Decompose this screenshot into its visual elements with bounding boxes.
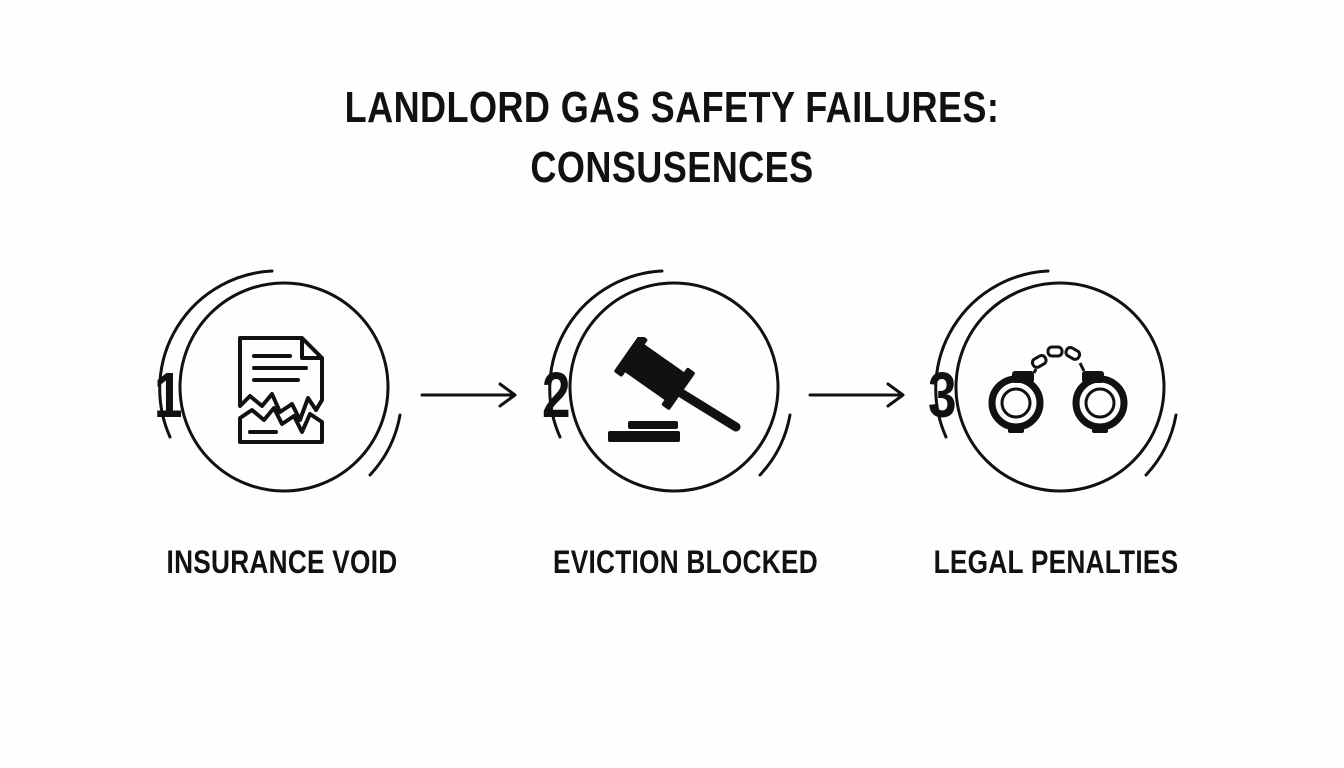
arrow-right-icon [808,382,905,408]
torn-document-icon [238,336,324,444]
step-number: 3 [928,359,957,431]
step-number: 2 [542,359,571,431]
step-1: 1 [150,265,410,515]
step-3: 3 [926,265,1186,515]
step-2: 2 [540,265,800,515]
step-ring [934,269,1178,493]
page-title: LANDLORD GAS SAFETY FAILURES: CONSUSENCE… [121,78,1223,198]
step-number: 1 [154,359,183,431]
arrow-right-icon [420,382,517,408]
step-label-eviction-blocked: EVICTION BLOCKED [553,544,818,580]
gavel-icon [608,337,741,442]
step-label-insurance-void: INSURANCE VOID [166,544,398,580]
handcuffs-icon [988,345,1128,433]
step-ring [548,269,792,493]
title-line-2: CONSUSENCES [530,143,814,192]
step-ring [158,269,402,493]
step-label-legal-penalties: LEGAL PENALTIES [933,544,1179,580]
title-line-1: LANDLORD GAS SAFETY FAILURES: [344,83,1000,132]
